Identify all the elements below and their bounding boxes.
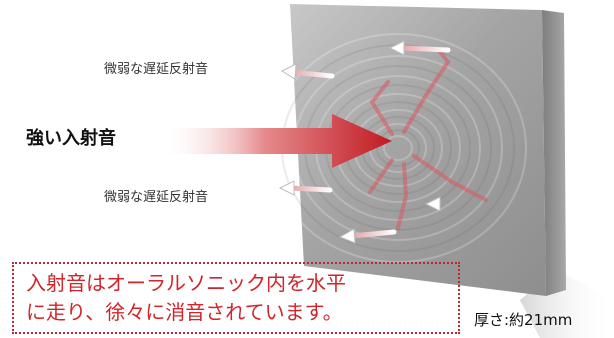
weak-reflection-label-upper: 微弱な遅延反射音 (104, 62, 209, 77)
thickness-label: 厚さ:約21mm (474, 311, 573, 329)
wave-paths (368, 50, 488, 230)
reflection-arrows (278, 40, 489, 244)
strong-incident-sound-label: 強い入射音 (26, 128, 116, 149)
reflected-arrow-right (424, 196, 489, 212)
caption-line-1: 入射音はオーラルソニック内を水平 (26, 271, 346, 295)
reflected-arrow-top (388, 40, 451, 56)
reflected-arrow-bottom (338, 228, 397, 244)
diffuser-panel (290, 4, 546, 296)
caption-box: 入射音はオーラルソニック内を水平 に走り、徐々に消音されています。 (12, 262, 460, 334)
weak-reflection-label-lower: 微弱な遅延反射音 (104, 190, 209, 205)
panel-edge (542, 10, 566, 296)
caption-line-2: に走り、徐々に消音されています。 (26, 300, 343, 324)
reflected-arrow-upper-left (280, 63, 335, 80)
incident-arrow (160, 114, 392, 168)
reflected-arrow-lower-left (278, 180, 333, 196)
